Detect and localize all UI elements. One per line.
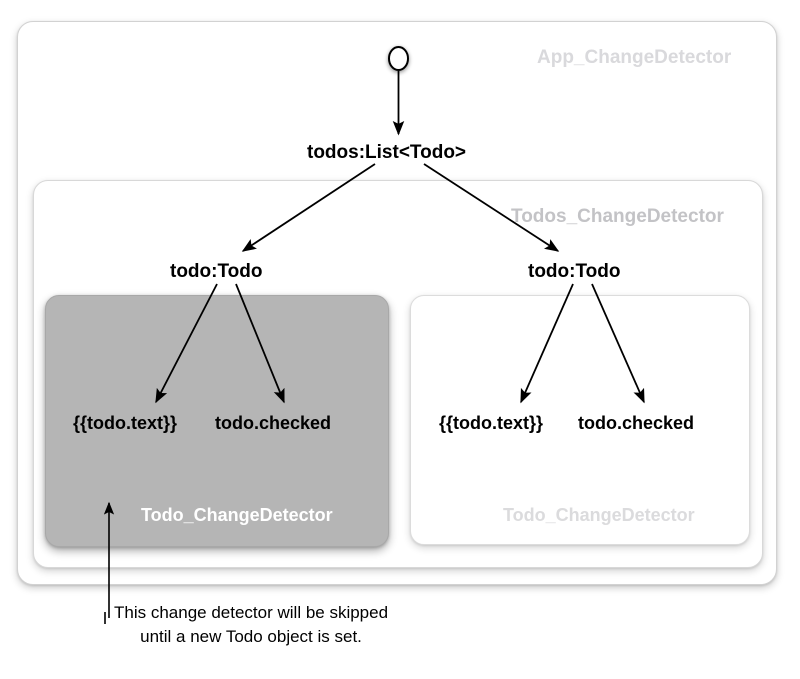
annotation-line-2: until a new Todo object is set. [140,627,362,646]
node-leaf-right-todo-checked: todo.checked [578,413,695,433]
node-leaf-left-todo-checked: todo.checked [215,413,332,433]
annotation-line-1: This change detector will be skipped [114,603,389,622]
label-todo-change-detector-left: Todo_ChangeDetector [141,505,333,525]
node-leaf-left-todo-text: {{todo.text}} [73,413,178,433]
label-todos-change-detector: Todos_ChangeDetector [511,206,724,227]
container-todo-change-detector-right [410,295,750,545]
label-todo-change-detector-right: Todo_ChangeDetector [503,505,695,525]
node-leaf-right-todo-text: {{todo.text}} [439,413,544,433]
label-app-change-detector: App_ChangeDetector [537,47,732,68]
node-todos-list: todos:List<Todo> [307,142,467,163]
node-todo-right: todo:Todo [528,261,621,282]
node-todo-left: todo:Todo [170,261,263,282]
annotation-skip-note: This change detector will be skipped unt… [114,601,388,649]
